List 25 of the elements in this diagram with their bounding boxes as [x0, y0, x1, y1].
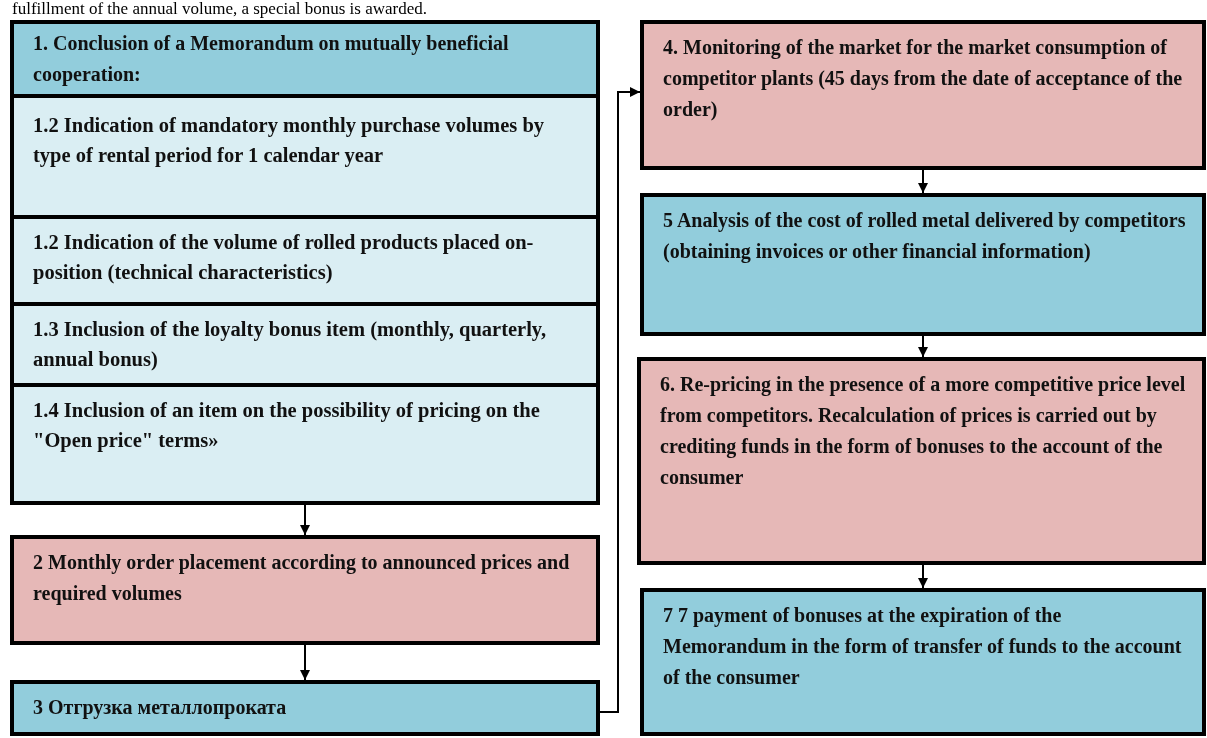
process-box — [640, 20, 1206, 170]
step-text: 1.2 Indication of mandatory monthly purchase volumes by type of rental period for 1 calendar year — [32, 113, 546, 169]
step-text: 1.3 Inclusion of the loyalty bonus item (monthly, quarterly, annual bonus) — [32, 317, 548, 372]
process-box — [640, 193, 1206, 336]
process-box — [640, 588, 1206, 736]
step-text: 1.2 Indication of the volume of rolled products placed on-position (technical characteristics) — [32, 230, 535, 286]
step-text: 3 Отгрузка металлопроката — [32, 695, 288, 721]
step-text: 7 7 payment of bonuses at the expiration of the Memorandum in the form of transfer of funds to the account of the consumer — [662, 603, 1183, 690]
arrow — [918, 564, 928, 589]
process-box — [10, 680, 600, 736]
arrow — [599, 87, 641, 713]
arrow — [300, 644, 310, 681]
arrow — [918, 169, 928, 194]
process-box — [10, 535, 600, 645]
step-text: 2 Monthly order placement according to announced prices and required volumes — [32, 550, 571, 607]
arrow — [918, 335, 928, 358]
step-text: 4. Monitoring of the market for the market consumption of competitor plants (45 days from the date of acceptance of the order) — [662, 35, 1184, 123]
arrow — [300, 504, 310, 536]
note-text: fulfillment of the annual volume, a special bonus is awarded. — [12, 0, 427, 18]
step-text: 1.4 Inclusion of an item on the possibility of pricing on the "Open price" terms» — [32, 398, 541, 454]
process-box — [10, 20, 600, 505]
box-header: 1. Conclusion of a Memorandum on mutually beneficial cooperation: — [14, 24, 596, 98]
step-text: 5 Analysis of the cost of rolled metal delivered by competitors (obtaining invoices or other financial information) — [662, 208, 1187, 265]
process-box — [637, 357, 1206, 565]
step-text: 6. Re-pricing in the presence of a more competitive price level from competitors. Recalculation of prices is carried out by crediting funds in the form of bonuses to the account of the consumer — [659, 372, 1187, 490]
